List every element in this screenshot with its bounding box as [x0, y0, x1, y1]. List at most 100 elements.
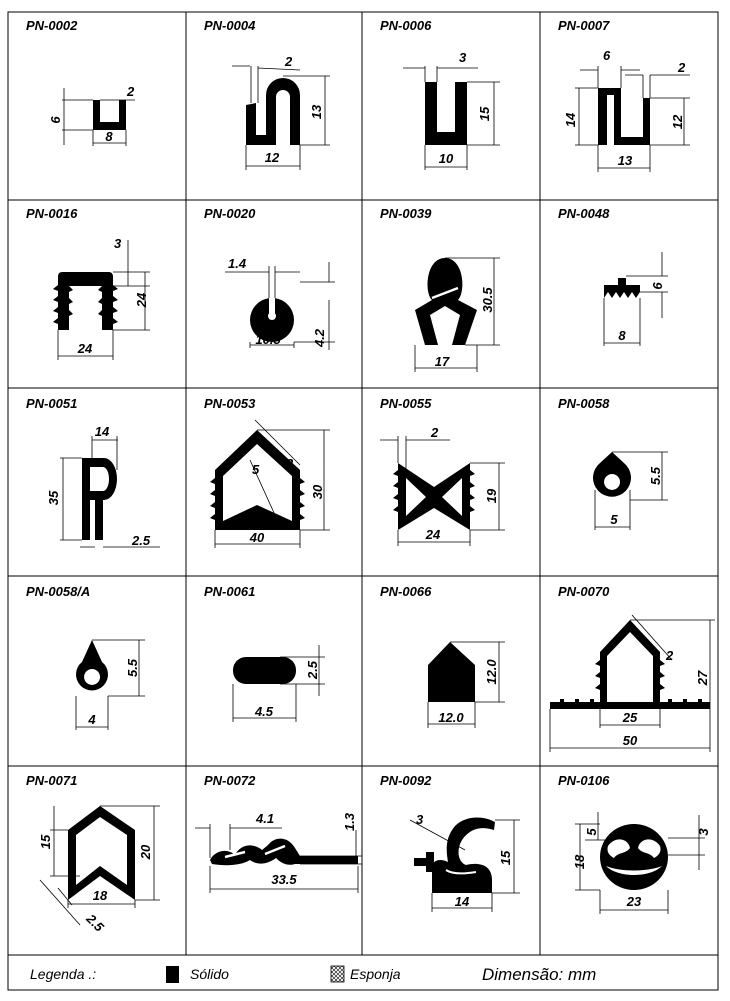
svg-text:2.5: 2.5	[83, 910, 108, 935]
svg-text:30: 30	[310, 484, 325, 499]
svg-text:5: 5	[252, 462, 260, 477]
svg-text:12: 12	[670, 114, 685, 129]
svg-text:6: 6	[48, 116, 63, 124]
svg-text:8: 8	[618, 328, 626, 343]
svg-text:2: 2	[430, 425, 439, 440]
svg-text:2: 2	[665, 648, 674, 663]
part-code: PN-0020	[204, 206, 256, 221]
svg-text:2: 2	[285, 456, 294, 471]
svg-text:3: 3	[114, 236, 122, 251]
profile-pn-0006: 3 15 10	[403, 50, 500, 170]
svg-text:12.0: 12.0	[438, 710, 464, 725]
part-code: PN-0007	[558, 18, 610, 33]
part-code: PN-0066	[380, 584, 432, 599]
profile-pn-0092: 3 15 14	[409, 812, 520, 912]
legend-solid: Sólido	[190, 966, 229, 982]
profile-pn-0066: 12.0 12.0	[427, 641, 505, 728]
svg-text:14: 14	[455, 894, 470, 909]
part-code: PN-0058	[558, 396, 610, 411]
profile-pn-0071: 15 20 18 2.5	[38, 805, 160, 935]
svg-text:1.3: 1.3	[342, 812, 357, 831]
part-codes: PN-0002 PN-0004 PN-0006 PN-0007 PN-0016 …	[26, 18, 610, 788]
solid-swatch-icon	[166, 966, 179, 983]
profile-pn-0053: 2 5 30 40	[210, 419, 330, 548]
part-code: PN-0053	[204, 396, 256, 411]
part-code: PN-0061	[204, 584, 255, 599]
svg-text:27: 27	[695, 670, 710, 686]
svg-text:14: 14	[95, 424, 110, 439]
svg-text:10: 10	[439, 151, 454, 166]
profile-pn-0016: 3 24 24	[53, 236, 150, 360]
svg-text:5: 5	[584, 828, 599, 836]
profile-pn-0039: 30.5 17	[414, 257, 500, 372]
part-code: PN-0006	[380, 18, 432, 33]
legend-units: Dimensão: mm	[482, 965, 596, 984]
legend-label: Legenda .:	[30, 966, 96, 982]
svg-text:5: 5	[610, 512, 618, 527]
svg-text:14: 14	[563, 112, 578, 127]
part-code: PN-0002	[26, 18, 78, 33]
svg-text:6: 6	[603, 48, 611, 63]
svg-text:33.5: 33.5	[271, 872, 297, 887]
profile-pn-0070: 2 27 25 50	[549, 614, 715, 752]
svg-text:2.5: 2.5	[305, 660, 320, 680]
svg-text:2: 2	[677, 60, 686, 75]
profile-pn-0058a: 5.5 4	[75, 639, 145, 730]
part-code: PN-0051	[26, 396, 77, 411]
svg-text:18: 18	[93, 888, 108, 903]
svg-text:35: 35	[46, 490, 61, 505]
svg-text:17: 17	[435, 354, 450, 369]
svg-text:25: 25	[622, 710, 638, 725]
svg-text:18: 18	[572, 854, 587, 869]
svg-text:15: 15	[477, 106, 492, 121]
profile-pn-0058: 5.5 5	[593, 451, 668, 530]
legend: Legenda .: Sólido Esponja Dimensão: mm	[30, 965, 596, 984]
part-code: PN-0092	[380, 773, 432, 788]
svg-text:13: 13	[309, 104, 324, 119]
svg-text:12.0: 12.0	[484, 659, 499, 685]
svg-text:4.2: 4.2	[312, 328, 327, 348]
legend-sponge: Esponja	[350, 966, 401, 982]
profile-pn-0106: 5 3 18 23	[572, 812, 711, 914]
profile-pn-0004: 2 13 12	[232, 54, 330, 170]
part-code: PN-0048	[558, 206, 610, 221]
svg-text:3: 3	[459, 50, 467, 65]
svg-text:13: 13	[618, 153, 633, 168]
profile-pn-0061: 2.5 4.5	[232, 645, 325, 722]
svg-text:2.5: 2.5	[131, 533, 151, 548]
svg-text:20: 20	[138, 844, 153, 860]
sponge-swatch-icon	[330, 965, 345, 983]
svg-text:30.5: 30.5	[480, 287, 495, 313]
svg-text:5.5: 5.5	[125, 658, 140, 677]
svg-text:23: 23	[626, 894, 642, 909]
svg-text:1.4: 1.4	[228, 256, 247, 271]
profile-pn-0007: 6 2 14 12 13	[563, 48, 690, 172]
part-code: PN-0071	[26, 773, 77, 788]
profile-pn-0048: 6 8	[603, 252, 668, 346]
svg-text:15: 15	[38, 834, 53, 849]
part-code: PN-0106	[558, 773, 610, 788]
profile-pn-0020: 1.4 10.5 4.2	[225, 256, 335, 350]
svg-text:24: 24	[77, 341, 93, 356]
svg-text:8: 8	[105, 129, 113, 144]
part-code: PN-0058/A	[26, 584, 90, 599]
svg-text:12: 12	[265, 150, 280, 165]
svg-text:2: 2	[284, 54, 293, 69]
svg-text:3: 3	[416, 812, 424, 827]
profile-pn-0055: 2 19 24	[380, 425, 505, 546]
svg-text:10.5: 10.5	[255, 332, 281, 347]
part-code: PN-0072	[204, 773, 256, 788]
svg-text:6: 6	[650, 282, 665, 290]
svg-text:2: 2	[126, 84, 135, 99]
svg-text:50: 50	[623, 733, 638, 748]
svg-text:40: 40	[249, 530, 265, 545]
svg-text:15: 15	[498, 850, 513, 865]
part-code: PN-0016	[26, 206, 78, 221]
svg-text:4: 4	[87, 712, 96, 727]
svg-text:4.1: 4.1	[255, 811, 274, 826]
part-code: PN-0055	[380, 396, 432, 411]
svg-text:3: 3	[696, 828, 711, 836]
svg-text:24: 24	[425, 527, 441, 542]
